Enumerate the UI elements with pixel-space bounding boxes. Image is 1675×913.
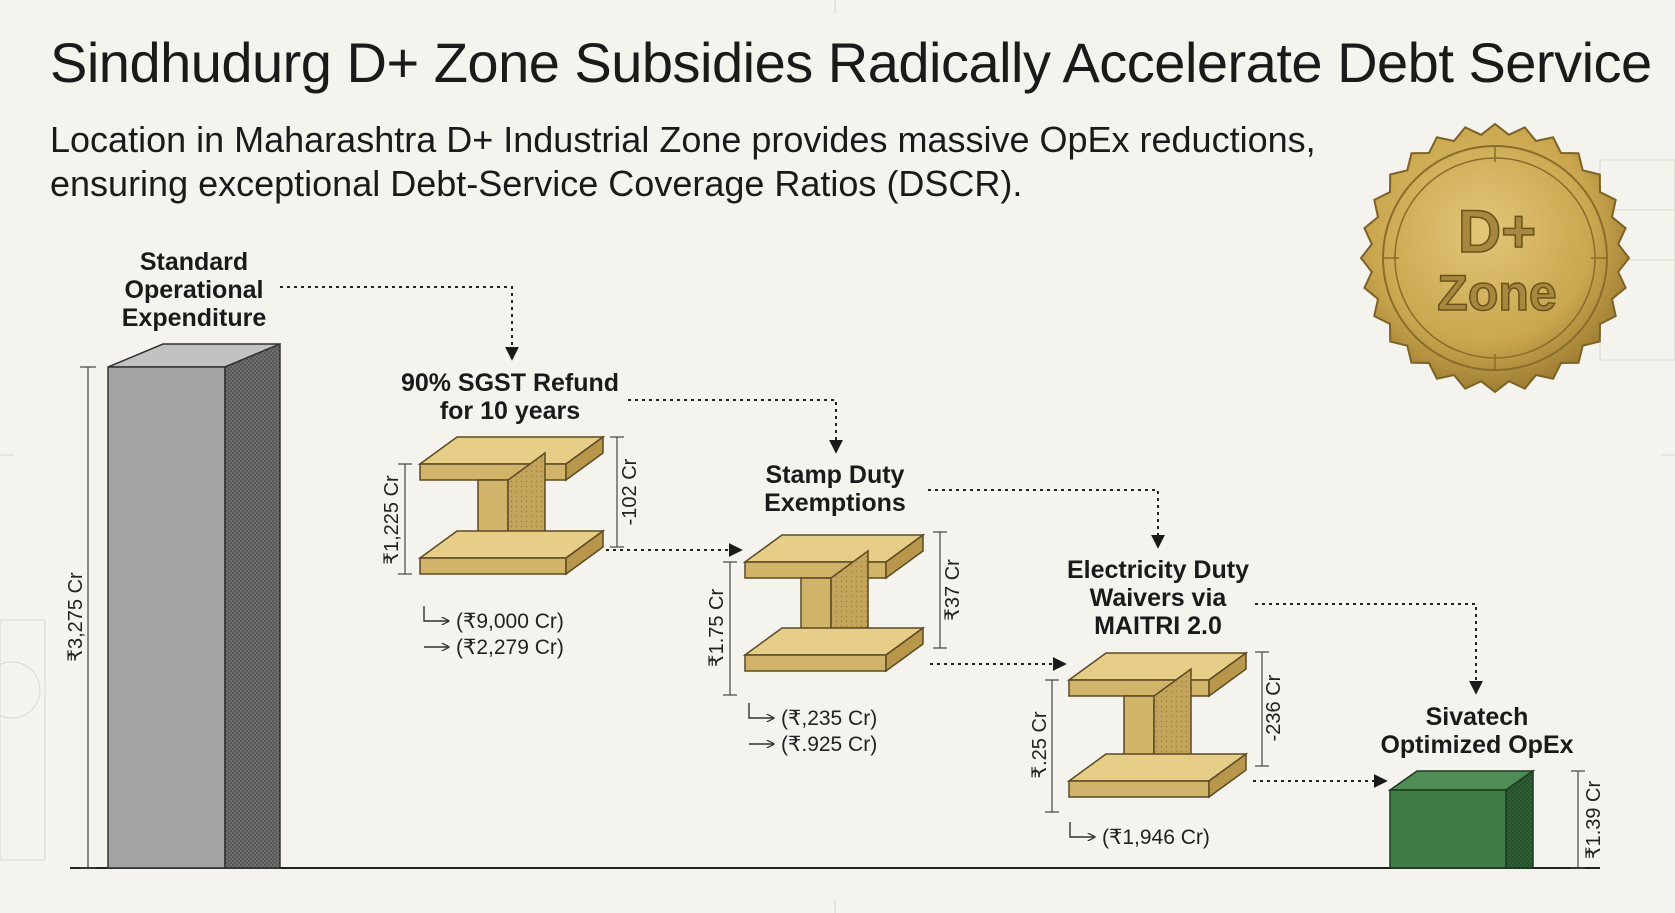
seal-text-line2: Zone xyxy=(1437,265,1556,321)
sgst-refund-note-2: (₹2,279 Cr) xyxy=(456,636,564,659)
connector-1 xyxy=(280,286,519,361)
svg-text:Expenditure: Expenditure xyxy=(122,304,267,332)
electricity-duty-delta-label: -236 Cr xyxy=(1263,674,1285,741)
sgst-note-arrow-1 xyxy=(423,606,448,621)
electricity-duty-label: Electricity Duty Waivers via MAITRI 2.0 xyxy=(1067,556,1249,640)
svg-text:Operational: Operational xyxy=(125,276,264,304)
svg-text:Electricity Duty: Electricity Duty xyxy=(1067,556,1249,584)
sgst-refund-label: 90% SGST Refund for 10 years xyxy=(401,369,619,425)
seal-text-line1: D+ xyxy=(1458,198,1536,265)
optimized-opex-label: Sivatech Optimized OpEx xyxy=(1380,703,1573,759)
subtitle-line-2: ensuring exceptional Debt-Service Covera… xyxy=(50,163,1023,204)
stamp-duty-height-label: ₹1.75 Cr xyxy=(706,589,728,668)
optimized-opex-block xyxy=(1387,769,1536,869)
standard-opex-bar xyxy=(107,342,281,869)
stamp-duty-beam xyxy=(742,533,926,673)
svg-text:Exemptions: Exemptions xyxy=(764,489,906,517)
standard-opex-dimension xyxy=(80,366,96,869)
svg-text:for 10 years: for 10 years xyxy=(440,397,580,425)
stamp-duty-note-2: (₹.925 Cr) xyxy=(781,733,877,756)
electricity-duty-height-label: ₹.25 Cr xyxy=(1029,711,1051,779)
connector-2 xyxy=(628,399,843,454)
page-title: Sindhudurg D+ Zone Subsidies Radically A… xyxy=(50,31,1652,94)
stamp-duty-note-1: (₹,235 Cr) xyxy=(781,707,877,730)
svg-text:Optimized OpEx: Optimized OpEx xyxy=(1380,731,1573,759)
page-subtitle: Location in Maharashtra D+ Industrial Zo… xyxy=(50,118,1350,206)
svg-text:MAITRI 2.0: MAITRI 2.0 xyxy=(1094,612,1222,640)
d-plus-zone-seal: D+ Zone xyxy=(1359,122,1631,394)
sgst-refund-note-1: (₹9,000 Cr) xyxy=(456,610,564,633)
sgst-refund-height-label: ₹1,225 Cr xyxy=(381,475,403,565)
svg-text:90% SGST Refund: 90% SGST Refund xyxy=(401,369,619,397)
electricity-note-arrow-1 xyxy=(1069,822,1094,837)
electricity-duty-dimensions xyxy=(1045,651,1269,813)
svg-text:Stamp Duty: Stamp Duty xyxy=(766,461,905,489)
electricity-duty-beam xyxy=(1066,651,1249,799)
electricity-duty-note-1: (₹1,946 Cr) xyxy=(1102,826,1210,849)
stamp-duty-label: Stamp Duty Exemptions xyxy=(764,461,906,517)
sgst-refund-beam xyxy=(417,435,606,576)
svg-text:Standard: Standard xyxy=(140,248,248,276)
connector-4 xyxy=(1255,603,1483,695)
stamp-note-arrow-1 xyxy=(748,703,773,718)
sgst-refund-delta-label: -102 Cr xyxy=(619,458,641,525)
optimized-opex-dimension xyxy=(1571,770,1585,869)
standard-opex-height-label: ₹3,275 Cr xyxy=(65,572,87,662)
stamp-duty-delta-label: ₹37 Cr xyxy=(942,559,964,621)
optimized-opex-height-label: ₹1.39 Cr xyxy=(1583,781,1605,860)
connector-3 xyxy=(928,489,1165,549)
sgst-refund-dimensions xyxy=(398,436,624,575)
svg-text:Sivatech: Sivatech xyxy=(1426,703,1529,731)
subtitle-line-1: Location in Maharashtra D+ Industrial Zo… xyxy=(50,119,1316,160)
standard-opex-label: Standard Operational Expenditure xyxy=(122,248,267,332)
stamp-duty-dimensions xyxy=(723,531,947,696)
svg-text:Waivers via: Waivers via xyxy=(1090,584,1228,612)
